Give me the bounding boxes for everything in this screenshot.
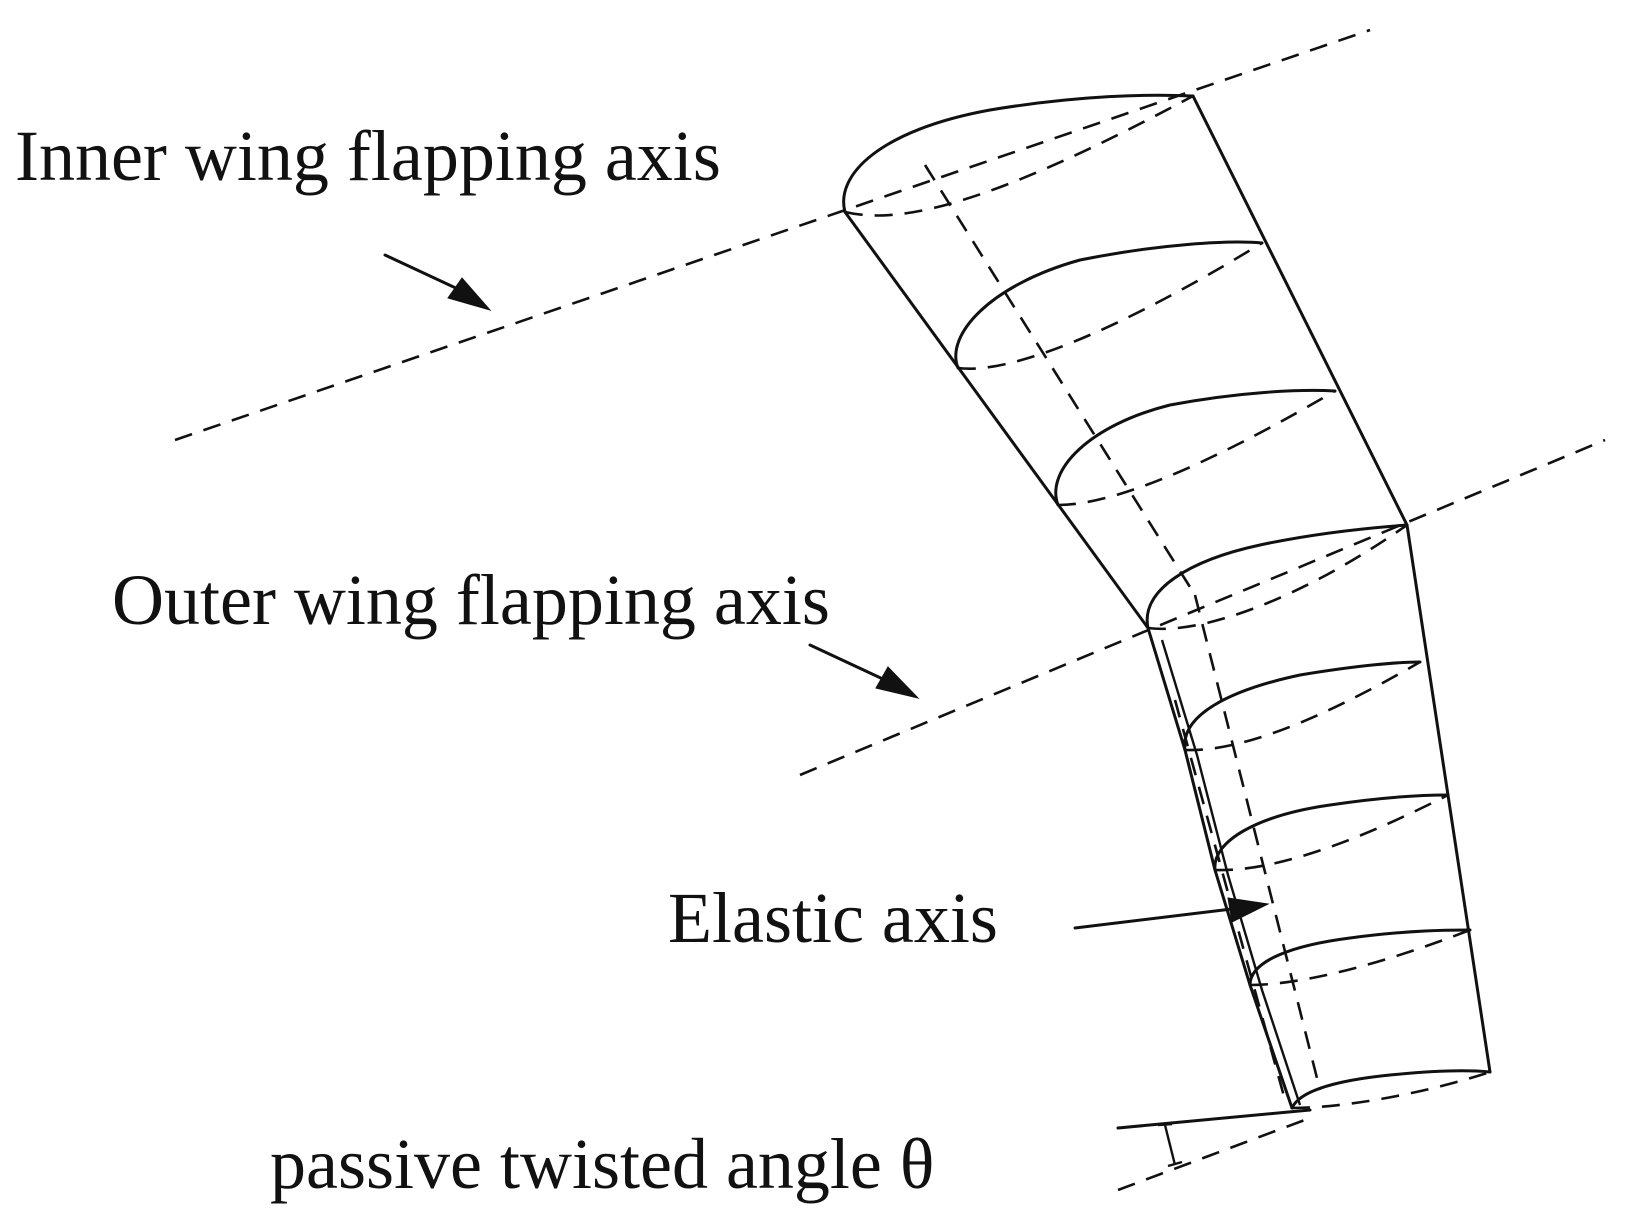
- outer-trailing-edge: [1405, 523, 1492, 1074]
- inner-root-airfoil-lower: [844, 94, 1194, 217]
- outer-rib-2-lower: [1214, 793, 1449, 872]
- outer-rib-3-lower: [1249, 928, 1471, 987]
- inner-flapping-axis-line: [174, 28, 1371, 442]
- outer-rib-2-upper: [1213, 793, 1450, 872]
- inner-axis-pointer: [383, 253, 492, 311]
- outer-leading-reference: [1173, 699, 1287, 1101]
- outer-elastic-axis: [1193, 594, 1322, 1091]
- twist-angle-marker: [1116, 1108, 1312, 1192]
- outer-rib-1-lower: [1184, 660, 1421, 752]
- outer-axis-pointer: [808, 643, 920, 699]
- inner-rib-1-upper: [954, 240, 1264, 370]
- outer-wing-segment: [1145, 523, 1492, 1110]
- twist-reference-line: [1116, 1108, 1312, 1130]
- elastic-axis-arrowhead-icon: [1227, 897, 1270, 923]
- inner-rib-2-lower: [1057, 389, 1336, 507]
- outer-flapping-axis-line: [799, 438, 1606, 777]
- outer-tip-airfoil-upper: [1290, 1069, 1492, 1110]
- outer-tip-airfoil-lower: [1291, 1070, 1491, 1110]
- elastic-axis-label: Elastic axis: [668, 878, 998, 958]
- outer-axis-arrowhead-icon: [875, 666, 920, 699]
- twist-arc-tick-top: [1157, 1122, 1173, 1127]
- inner-root-airfoil-upper: [842, 93, 1195, 214]
- outer-leading-edge-inner: [1160, 639, 1302, 1106]
- inner-leading-edge: [843, 210, 1150, 630]
- inner-rib-1-lower: [957, 241, 1263, 370]
- twist-angle-arc: [1163, 1124, 1177, 1166]
- twist-rotated-line: [1117, 1116, 1311, 1192]
- outer-rib-1-upper: [1183, 660, 1422, 752]
- outer-leading-edge: [1146, 626, 1294, 1110]
- inner-wing-segment: [842, 93, 1409, 630]
- inner-elastic-axis: [923, 164, 1197, 596]
- twist-arc-tick-bottom: [1167, 1160, 1183, 1168]
- inner-axis-arrowhead-icon: [447, 277, 492, 311]
- twist-angle-label: passive twisted angle θ: [270, 1124, 934, 1204]
- inner-trailing-edge: [1191, 94, 1409, 527]
- outer-root-airfoil-upper: [1145, 523, 1409, 630]
- outer-axis-label: Outer wing flapping axis: [112, 560, 830, 640]
- outer-rib-3-upper: [1248, 928, 1472, 987]
- inner-axis-label: Inner wing flapping axis: [15, 116, 721, 196]
- elastic-axis-pointer: [1073, 897, 1270, 930]
- inner-rib-2-upper: [1054, 388, 1337, 507]
